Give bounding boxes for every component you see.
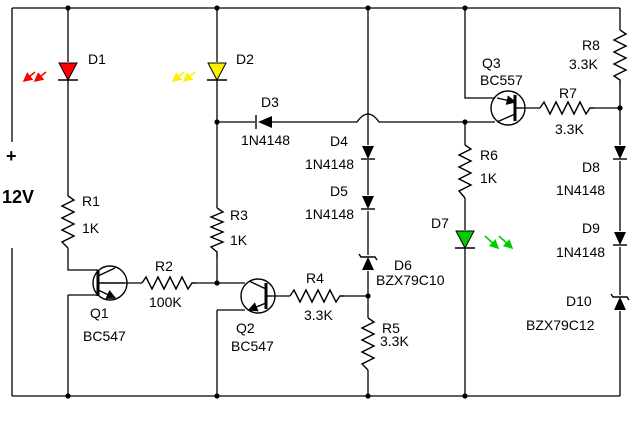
r8-value: 3.3K bbox=[569, 56, 598, 72]
d9-value: 1N4148 bbox=[556, 244, 605, 260]
d6-zener bbox=[358, 253, 378, 270]
q1-transistor bbox=[92, 265, 128, 301]
d10-label: D10 bbox=[566, 293, 592, 309]
d1-label: D1 bbox=[88, 51, 106, 67]
r6-resistor bbox=[457, 144, 473, 199]
r3-value: 1K bbox=[230, 232, 248, 248]
q3-value: BC557 bbox=[480, 72, 523, 88]
r1-label: R1 bbox=[82, 193, 100, 209]
r2-label: R2 bbox=[155, 258, 173, 274]
r6-value: 1K bbox=[480, 170, 498, 186]
d10-value: BZX79C12 bbox=[526, 317, 595, 333]
d3-diode bbox=[255, 115, 272, 129]
d3-value: 1N4148 bbox=[241, 132, 290, 148]
d2-label: D2 bbox=[236, 51, 254, 67]
d9-label: D9 bbox=[582, 220, 600, 236]
q2-label: Q2 bbox=[236, 320, 255, 336]
r1-value: 1K bbox=[82, 220, 100, 236]
r4-label: R4 bbox=[306, 270, 324, 286]
junction-dots bbox=[65, 5, 623, 399]
supply-plus: + bbox=[6, 146, 17, 166]
r8-resistor bbox=[612, 29, 628, 86]
d4-label: D4 bbox=[330, 133, 348, 149]
q3-transistor bbox=[490, 90, 526, 126]
r2-value: 100K bbox=[149, 294, 182, 310]
d8-label: D8 bbox=[582, 159, 600, 175]
r3-resistor bbox=[209, 207, 225, 258]
supply-voltage: 12V bbox=[2, 187, 34, 207]
d5-label: D5 bbox=[330, 183, 348, 199]
d7-led bbox=[455, 230, 514, 250]
d4-diode bbox=[361, 146, 375, 160]
d6-label: D6 bbox=[394, 257, 412, 273]
r1-resistor bbox=[60, 195, 76, 249]
wires bbox=[11, 7, 621, 397]
d2-led bbox=[171, 62, 227, 83]
d1-led bbox=[22, 62, 78, 83]
d8-value: 1N4148 bbox=[556, 182, 605, 198]
r6-label: R6 bbox=[480, 147, 498, 163]
d5-diode bbox=[361, 196, 375, 210]
q1-label: Q1 bbox=[90, 305, 109, 321]
r4-resistor bbox=[289, 288, 344, 304]
d7-label: D7 bbox=[431, 215, 449, 231]
r3-label: R3 bbox=[230, 207, 248, 223]
r5-value: 3.3K bbox=[380, 333, 409, 349]
q2-value: BC547 bbox=[231, 338, 274, 354]
r2-resistor bbox=[141, 275, 196, 291]
q1-value: BC547 bbox=[83, 328, 126, 344]
r8-label: R8 bbox=[582, 37, 600, 53]
d10-zener bbox=[610, 293, 630, 310]
q3-label: Q3 bbox=[482, 55, 501, 71]
r4-value: 3.3K bbox=[304, 307, 333, 323]
r7-value: 3.3K bbox=[555, 121, 584, 137]
q2-transistor bbox=[240, 278, 276, 314]
r5-resistor bbox=[360, 317, 376, 371]
d8-diode bbox=[613, 146, 627, 160]
r5-label: R5 bbox=[382, 320, 400, 336]
d4-value: 1N4148 bbox=[305, 156, 354, 172]
d6-value: BZX79C10 bbox=[376, 272, 445, 288]
r7-resistor bbox=[539, 100, 594, 116]
d3-label: D3 bbox=[261, 94, 279, 110]
r7-label: R7 bbox=[559, 85, 577, 101]
d5-value: 1N4148 bbox=[305, 206, 354, 222]
d9-diode bbox=[613, 232, 627, 246]
